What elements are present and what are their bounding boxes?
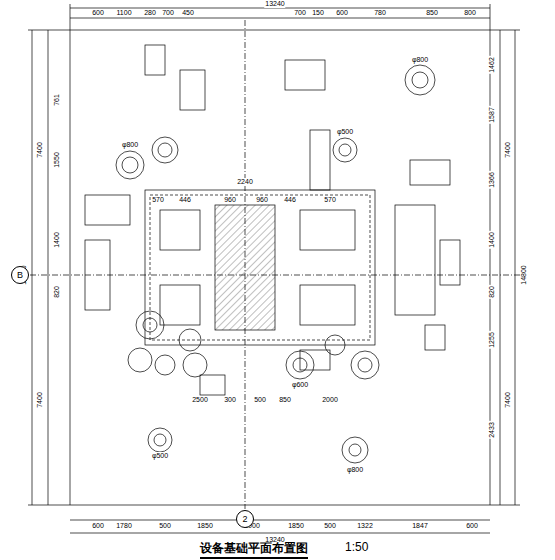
dimension-text: 446 xyxy=(178,196,192,204)
dimension-text: 1850 xyxy=(196,522,214,530)
dimension-text: 1400 xyxy=(53,231,61,249)
dimension-text: φ800 xyxy=(121,141,139,149)
dimension-text: 2240 xyxy=(236,178,254,186)
dimension-text: 1462 xyxy=(488,56,496,74)
dimension-text: 800 xyxy=(463,9,477,17)
dimension-text: 850 xyxy=(278,396,292,404)
dimension-text: 960 xyxy=(223,196,237,204)
grid-bubble: B xyxy=(11,266,29,284)
dimension-text: 1847 xyxy=(411,522,429,530)
dimension-text: 2500 xyxy=(191,396,209,404)
dimension-text: 1587 xyxy=(488,106,496,124)
dimension-text: 1322 xyxy=(356,522,374,530)
dimension-text: 150 xyxy=(311,9,325,17)
dimension-text: 450 xyxy=(181,9,195,17)
dimension-text: 500 xyxy=(323,522,337,530)
dimension-text: 7400 xyxy=(504,391,512,409)
dimension-text: 500 xyxy=(158,522,172,530)
dimension-text: 761 xyxy=(53,93,61,107)
dimension-text: 1850 xyxy=(287,522,305,530)
dimension-text: φ500 xyxy=(151,452,169,460)
dimension-text: 1550 xyxy=(53,151,61,169)
grid-bubble: 2 xyxy=(236,510,254,528)
dimension-text: 2433 xyxy=(488,421,496,439)
dimension-text: 570 xyxy=(323,196,337,204)
dimension-text: 7400 xyxy=(36,141,44,159)
dimension-text: 13240 xyxy=(264,0,285,8)
dimension-text: 700 xyxy=(161,9,175,17)
dimension-text: 700 xyxy=(293,9,307,17)
dimension-text: 7400 xyxy=(36,391,44,409)
dimension-text: 1255 xyxy=(488,331,496,349)
dimension-text: φ500 xyxy=(336,128,354,136)
dimension-text: φ600 xyxy=(291,381,309,389)
dimension-text: 14800 xyxy=(520,264,528,285)
dimension-text: 1780 xyxy=(115,522,133,530)
dimension-text: 570 xyxy=(151,196,165,204)
dimension-text: 300 xyxy=(223,396,237,404)
dimension-text: 600 xyxy=(335,9,349,17)
drawing-scale: 1:50 xyxy=(345,540,368,554)
dimension-text: 2000 xyxy=(321,396,339,404)
grid-label: 2 xyxy=(242,514,247,524)
dimension-text: 960 xyxy=(255,196,269,204)
dimension-text: 280 xyxy=(143,9,157,17)
dimension-text: 446 xyxy=(283,196,297,204)
dimension-text: 820 xyxy=(488,285,496,299)
dimension-text: φ800 xyxy=(346,466,364,474)
dimension-text: 600 xyxy=(91,9,105,17)
dimension-text: 1366 xyxy=(488,171,496,189)
dimension-text: 820 xyxy=(53,285,61,299)
dimension-text: 1400 xyxy=(488,231,496,249)
dimension-text: 500 xyxy=(253,396,267,404)
dimension-text: 1100 xyxy=(115,9,132,17)
dimension-text: 7400 xyxy=(504,141,512,159)
dimension-text: 780 xyxy=(373,9,387,17)
dimension-text: φ800 xyxy=(411,56,429,64)
grid-label: B xyxy=(17,270,23,280)
drawing-title: 设备基础平面布置图 xyxy=(200,540,308,559)
dimension-text: 850 xyxy=(425,9,439,17)
dimension-text: 600 xyxy=(465,522,479,530)
dimension-text: 600 xyxy=(91,522,105,530)
